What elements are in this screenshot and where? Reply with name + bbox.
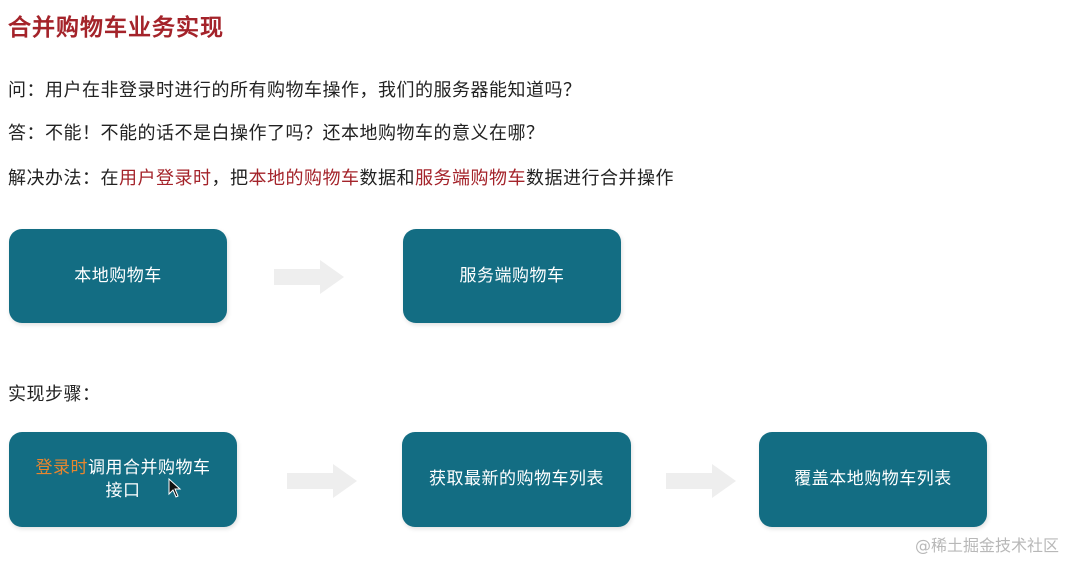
overwrite-local-cart-box: 覆盖本地购物车列表 bbox=[759, 432, 987, 527]
overwrite-local-cart-label: 覆盖本地购物车列表 bbox=[794, 469, 952, 490]
fetch-latest-cart-label: 获取最新的购物车列表 bbox=[429, 469, 604, 490]
solution-highlight-login: 用户登录时 bbox=[119, 168, 212, 189]
server-cart-box: 服务端购物车 bbox=[403, 229, 621, 323]
page-title: 合并购物车业务实现 bbox=[8, 15, 224, 41]
right-arrow-icon bbox=[287, 464, 357, 498]
right-arrow-icon bbox=[274, 260, 344, 294]
login-time-highlight: 登录时 bbox=[35, 457, 88, 478]
call-merge-api-label: 调用合并购物车 bbox=[88, 457, 211, 478]
solution-text: 解决办法：在用户登录时，把本地的购物车数据和服务端购物车数据进行合并操作 bbox=[8, 164, 674, 190]
call-merge-api-text: 登录时调用合并购物车 接口 bbox=[26, 457, 221, 503]
solution-prefix: 解决办法：在 bbox=[8, 168, 119, 189]
answer-text: 答：不能！不能的话不是白操作了吗？还本地购物车的意义在哪？ bbox=[8, 123, 545, 144]
solution-mid-1: ，把 bbox=[211, 168, 249, 189]
solution-highlight-local-cart: 本地的购物车 bbox=[248, 168, 360, 189]
mouse-cursor-icon bbox=[168, 478, 182, 498]
watermark: @稀土掘金技术社区 bbox=[914, 536, 1059, 555]
call-merge-api-box: 登录时调用合并购物车 接口 bbox=[9, 432, 237, 527]
fetch-latest-cart-box: 获取最新的购物车列表 bbox=[402, 432, 631, 527]
solution-suffix: 数据进行合并操作 bbox=[526, 168, 674, 189]
question-text: 问：用户在非登录时进行的所有购物车操作，我们的服务器能知道吗？ bbox=[8, 80, 582, 101]
api-label: 接口 bbox=[105, 480, 141, 501]
local-cart-label: 本地购物车 bbox=[74, 265, 162, 286]
server-cart-label: 服务端购物车 bbox=[459, 265, 565, 286]
right-arrow-icon bbox=[666, 464, 736, 498]
local-cart-box: 本地购物车 bbox=[9, 229, 227, 323]
solution-highlight-server-cart: 服务端购物车 bbox=[415, 168, 526, 189]
solution-mid-2: 数据和 bbox=[359, 168, 415, 189]
steps-label: 实现步骤： bbox=[8, 384, 101, 405]
